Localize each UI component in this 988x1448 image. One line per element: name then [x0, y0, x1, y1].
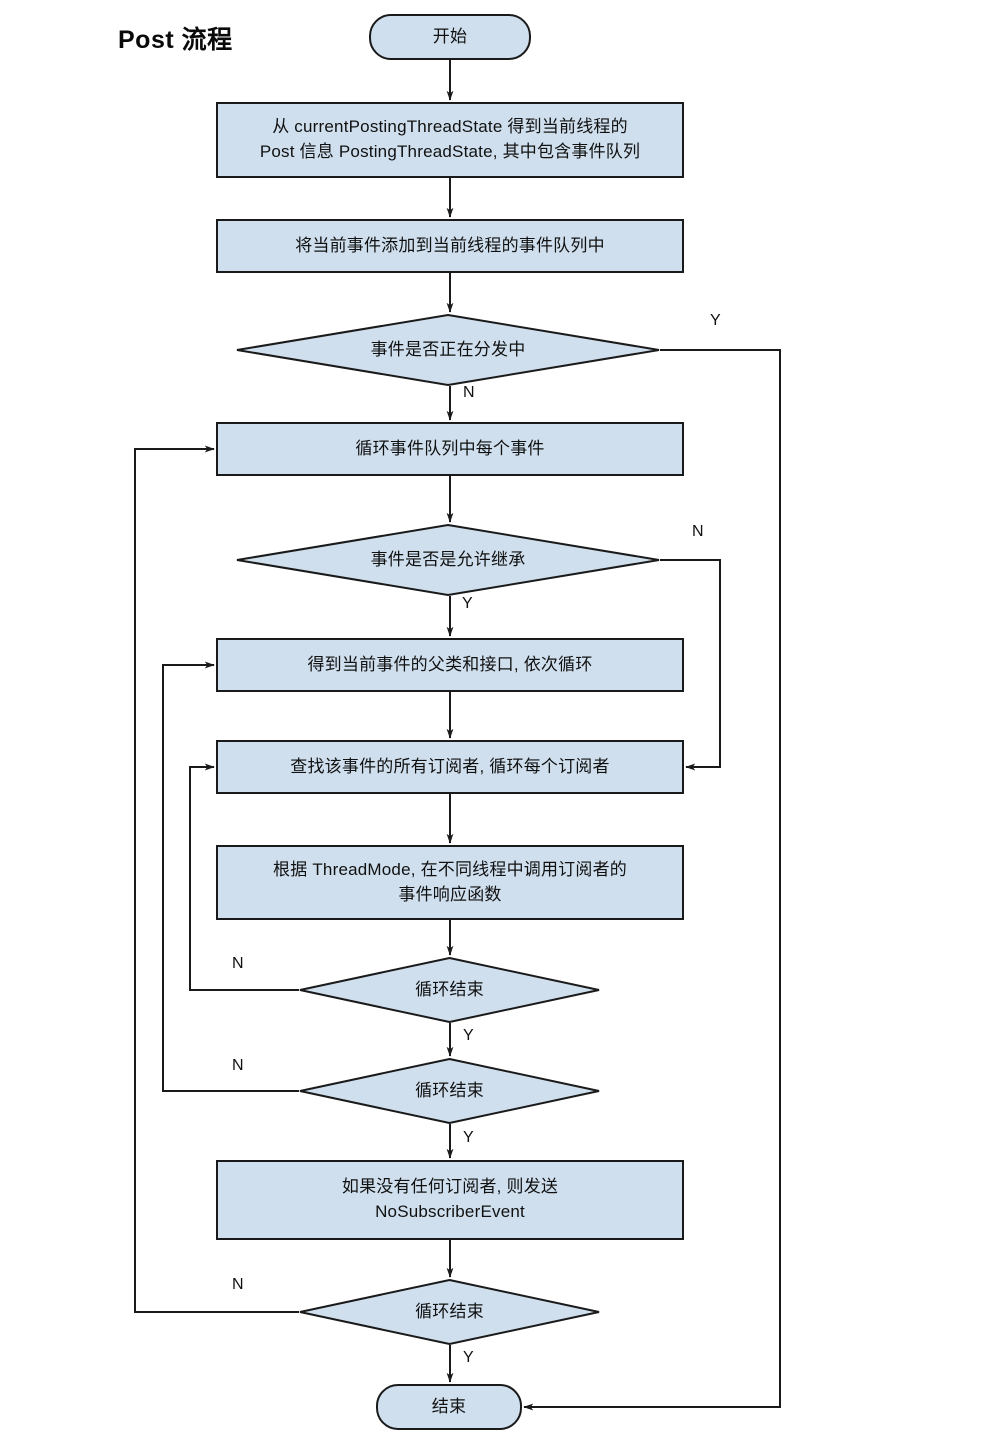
node-loop-end-inherit[interactable]: 循环结束	[299, 1058, 600, 1124]
node-get-super-and-interfaces-label: 得到当前事件的父类和接口, 依次循环	[307, 654, 593, 674]
node-start-label: 开始	[432, 26, 468, 46]
node-get-posting-thread-state-label: 从 currentPostingThreadState 得到当前线程的 Post…	[259, 117, 641, 161]
edge-label-loop-end-subscriber-no: N	[232, 955, 244, 972]
node-loop-end-inherit-label: 循环结束	[415, 1080, 484, 1100]
edge-label-allow-inherit-no: N	[692, 523, 704, 540]
node-find-subscribers-label: 查找该事件的所有订阅者, 循环每个订阅者	[290, 756, 610, 776]
node-add-event-to-queue[interactable]: 将当前事件添加到当前线程的事件队列中	[216, 219, 684, 273]
edge-label-loop-end-queue-yes: Y	[463, 1349, 474, 1366]
node-start[interactable]: 开始	[369, 14, 531, 60]
diamond-shape	[236, 524, 660, 596]
diamond-shape	[236, 314, 660, 386]
edge-label-loop-end-subscriber-yes: Y	[463, 1027, 474, 1044]
edge-label-loop-end-inherit-yes: Y	[463, 1129, 474, 1146]
edge-label-allow-inherit-yes: Y	[462, 595, 473, 612]
node-loop-each-event-label: 循环事件队列中每个事件	[355, 438, 545, 458]
node-get-posting-thread-state[interactable]: 从 currentPostingThreadState 得到当前线程的 Post…	[216, 102, 684, 178]
node-is-dispatching[interactable]: 事件是否正在分发中	[236, 314, 660, 386]
node-loop-end-queue[interactable]: 循环结束	[299, 1279, 600, 1345]
node-allow-inherit[interactable]: 事件是否是允许继承	[236, 524, 660, 596]
edge-label-is-dispatching-no: N	[463, 384, 475, 401]
node-invoke-by-threadmode[interactable]: 根据 ThreadMode, 在不同线程中调用订阅者的 事件响应函数	[216, 845, 684, 920]
diamond-shape	[299, 1279, 600, 1345]
node-end-label: 结束	[431, 1396, 467, 1416]
node-loop-end-queue-label: 循环结束	[415, 1301, 484, 1321]
edge-label-loop-end-inherit-no: N	[232, 1057, 244, 1074]
node-no-subscriber-event-label: 如果没有任何订阅者, 则发送 NoSubscriberEvent	[341, 1177, 559, 1221]
diamond-shape	[299, 957, 600, 1023]
node-loop-each-event[interactable]: 循环事件队列中每个事件	[216, 422, 684, 476]
edge-label-loop-end-queue-no: N	[232, 1276, 244, 1293]
node-loop-end-subscriber-label: 循环结束	[415, 979, 484, 999]
node-end[interactable]: 结束	[376, 1384, 522, 1430]
node-invoke-by-threadmode-label: 根据 ThreadMode, 在不同线程中调用订阅者的 事件响应函数	[273, 859, 627, 904]
node-add-event-to-queue-label: 将当前事件添加到当前线程的事件队列中	[295, 235, 605, 255]
node-is-dispatching-label: 事件是否正在分发中	[370, 339, 526, 359]
node-find-subscribers[interactable]: 查找该事件的所有订阅者, 循环每个订阅者	[216, 740, 684, 794]
node-get-super-and-interfaces[interactable]: 得到当前事件的父类和接口, 依次循环	[216, 638, 684, 692]
node-allow-inherit-label: 事件是否是允许继承	[370, 549, 526, 569]
diagram-title: Post 流程	[118, 26, 233, 54]
node-loop-end-subscriber[interactable]: 循环结束	[299, 957, 600, 1023]
edge-label-is-dispatching-yes: Y	[710, 312, 721, 329]
diamond-shape	[299, 1058, 600, 1124]
node-no-subscriber-event[interactable]: 如果没有任何订阅者, 则发送 NoSubscriberEvent	[216, 1160, 684, 1240]
